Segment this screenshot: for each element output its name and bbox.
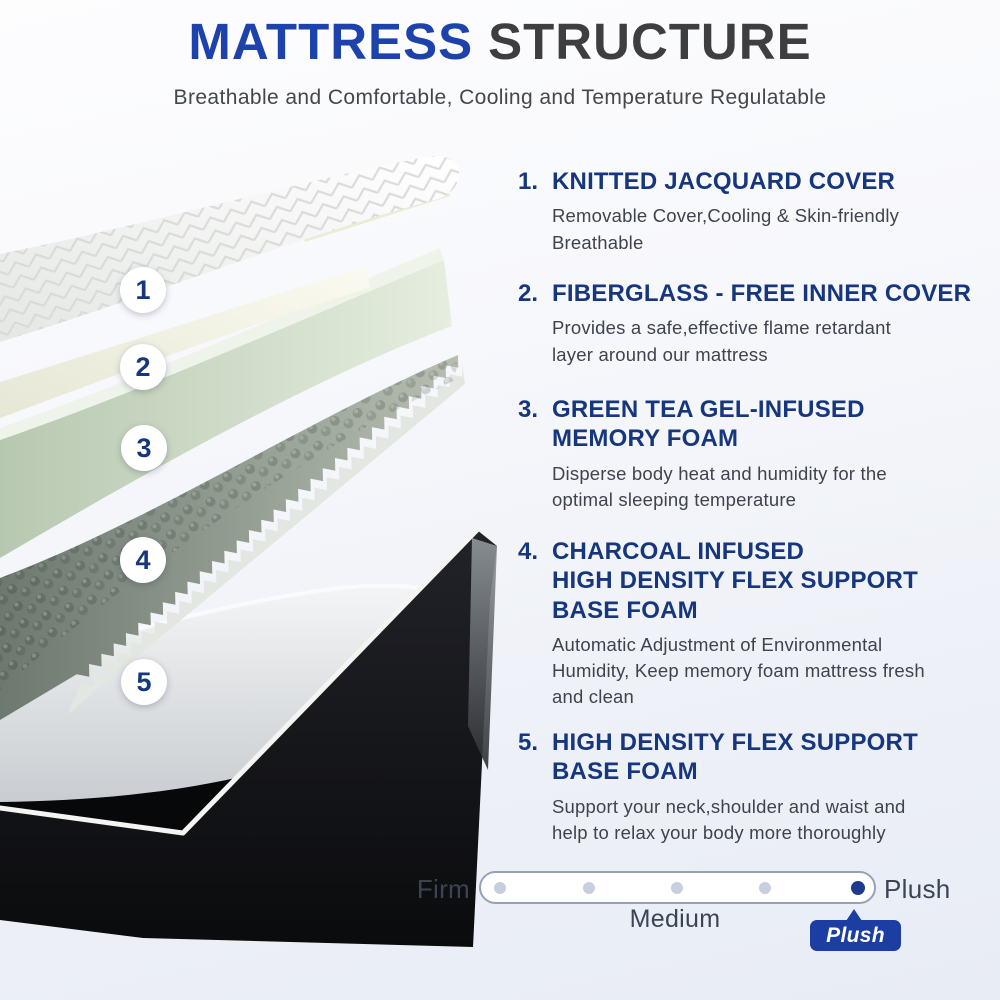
page-subtitle: Breathable and Comfortable, Cooling and … (173, 86, 827, 109)
base-box-piping (0, 527, 480, 836)
section-title: HIGH DENSITY FLEX SUPPORT BASE FOAM (552, 729, 918, 786)
section-number: 4. (518, 538, 539, 565)
firmness-label-plush: Plush (884, 874, 951, 904)
section-title: GREEN TEA GEL-INFUSED MEMORY FOAM (552, 396, 865, 453)
base-box-front (0, 530, 497, 947)
firmness-dot-4 (759, 881, 771, 894)
page-title: MATTRESS STRUCTURE (0, 12, 1000, 71)
section-charcoal-infused-base-foam: 4. CHARCOAL INFUSED HIGH DENSITY FLEX SU… (518, 537, 990, 711)
page-title-primary: MATTRESS (188, 13, 474, 70)
section-description: Provides a safe,effective flame retardan… (552, 317, 891, 365)
section-title: CHARCOAL INFUSED HIGH DENSITY FLEX SUPPO… (552, 538, 918, 624)
layer-marker-3: 3 (121, 425, 167, 471)
firmness-label-firm: Firm (416, 874, 470, 904)
section-description: Support your neck,shoulder and waist and… (552, 795, 906, 843)
tag-pointer-icon (846, 909, 862, 921)
firmness-selected-tag: Plush (810, 909, 901, 951)
firmness-dot-3 (671, 881, 683, 894)
firmness-track (479, 871, 876, 904)
section-description: Automatic Adjustment of Environmental Hu… (552, 633, 925, 708)
layer-marker-5: 5 (121, 659, 167, 705)
firmness-label-medium: Medium (629, 905, 721, 933)
layer-3-green-foam (0, 260, 452, 558)
layer-marker-2: 2 (120, 344, 166, 390)
firmness-dot-5-selected (851, 880, 865, 895)
firmness-dot-1 (494, 881, 506, 894)
base-box-right-face (468, 538, 497, 770)
layer-4-egg-crate-foam (0, 355, 459, 720)
layer-1-knit-texture (0, 156, 460, 342)
firmness-dot-2 (583, 881, 595, 894)
section-heading: 2. FIBERGLASS - FREE INNER COVER (518, 279, 990, 308)
tag-label: Plush (826, 923, 885, 947)
section-heading: 4. CHARCOAL INFUSED HIGH DENSITY FLEX SU… (518, 537, 990, 625)
section-fiberglass-free-inner-cover: 2. FIBERGLASS - FREE INNER COVER Provide… (518, 279, 990, 368)
section-number: 3. (518, 396, 539, 423)
section-high-density-base-foam: 5. HIGH DENSITY FLEX SUPPORT BASE FOAM S… (518, 728, 990, 846)
layer-4-underside (68, 364, 465, 714)
section-heading: 5. HIGH DENSITY FLEX SUPPORT BASE FOAM (518, 728, 990, 787)
layer-4-bump-texture (0, 355, 458, 690)
layer-marker-4: 4 (120, 537, 166, 583)
layer-marker-1: 1 (120, 267, 166, 313)
section-heading: 1. KNITTED JACQUARD COVER (518, 167, 990, 196)
section-green-tea-memory-foam: 3. GREEN TEA GEL-INFUSED MEMORY FOAM Dis… (518, 395, 990, 513)
mattress-layers-illustration (0, 156, 497, 947)
section-heading: 3. GREEN TEA GEL-INFUSED MEMORY FOAM (518, 395, 990, 454)
section-number: 2. (518, 280, 539, 307)
section-description: Disperse body heat and humidity for the … (552, 462, 887, 510)
section-title: FIBERGLASS - FREE INNER COVER (552, 280, 972, 307)
section-number: 1. (518, 168, 539, 195)
page-title-secondary: STRUCTURE (488, 13, 812, 70)
layer-2-inner-cover (0, 266, 370, 418)
section-number: 5. (518, 729, 539, 756)
section-title: KNITTED JACQUARD COVER (552, 168, 896, 195)
section-description: Removable Cover,Cooling & Skin-friendly … (552, 205, 900, 253)
section-knitted-jacquard-cover: 1. KNITTED JACQUARD COVER Removable Cove… (518, 167, 990, 256)
